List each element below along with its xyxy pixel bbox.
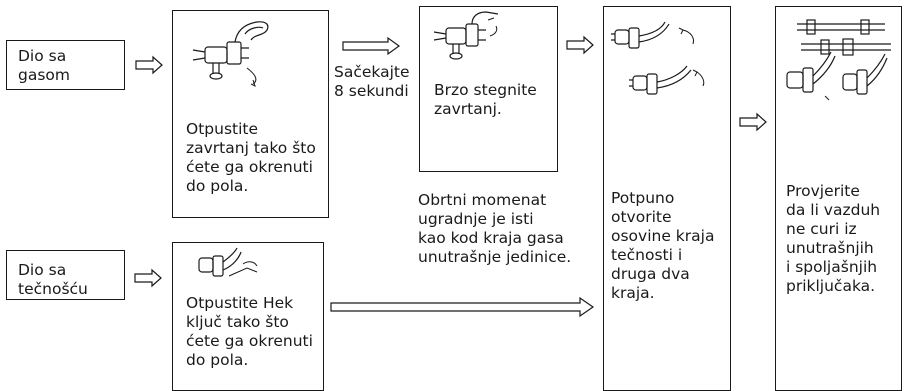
open-valves-step-text: Potpuno otvorite osovine kraja tečnosti … xyxy=(611,189,715,302)
gas-tighten-step-text: Brzo stegnite zavrtanj. xyxy=(434,81,537,118)
valve-open-illustration xyxy=(611,21,705,95)
liquid-side-label: Dio sa tečnošću xyxy=(18,261,88,298)
leak-check-illustration xyxy=(786,19,891,101)
valve-tighten-illustration xyxy=(433,11,499,60)
arrow-right-icon xyxy=(330,296,595,318)
wait-instruction: Sačekajte 8 sekundi xyxy=(334,63,410,100)
liquid-side-label-box xyxy=(6,250,125,300)
gas-side-label-box xyxy=(6,40,125,90)
gas-loosen-step-text: Otpustite zavrtanj tako što ćete ga okre… xyxy=(186,120,316,195)
valve-loosen-illustration xyxy=(192,21,269,87)
hex-key-illustration xyxy=(198,247,258,277)
liquid-loosen-step-box xyxy=(172,242,324,391)
liquid-loosen-step-text: Otpustite Hek ključ tako što ćete ga okr… xyxy=(186,294,313,369)
arrow-right-icon xyxy=(135,55,163,75)
arrow-right-icon xyxy=(739,112,767,132)
open-valves-step-box xyxy=(603,6,731,391)
gas-loosen-step-box xyxy=(172,10,329,218)
torque-note: Obrtni momenat ugradnje je isti kao kod … xyxy=(418,191,572,266)
arrow-right-icon xyxy=(566,35,594,55)
arrow-right-icon xyxy=(342,36,401,56)
gas-side-label: Dio sa gasom xyxy=(18,47,70,84)
arrow-right-icon xyxy=(134,268,162,288)
leak-check-step-text: Provjerite da li vazduh ne curi iz unutr… xyxy=(786,182,881,295)
